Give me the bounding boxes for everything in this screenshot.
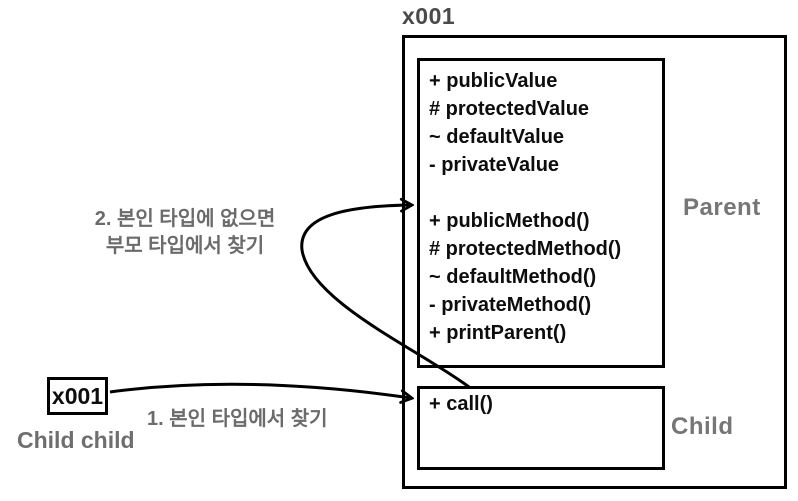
heap-instance-address-label: x001 (402, 3, 456, 29)
step2-annotation: 2. 본인 타입에 없으면 부모 타입에서 찾기 (70, 206, 300, 260)
child-type-label: Child (671, 413, 734, 440)
parent-type-label: Parent (683, 194, 761, 221)
reference-address-box: x001 (47, 377, 108, 415)
parent-members-box: + publicValue # protectedValue ~ default… (417, 58, 665, 368)
parent-member: + publicMethod() (429, 210, 590, 232)
reference-address-label: x001 (51, 382, 104, 409)
child-members-box: + call() (417, 386, 665, 470)
parent-member: # protectedValue (429, 98, 590, 120)
parent-member: - privateValue (429, 154, 560, 176)
parent-member-spacer (429, 179, 662, 207)
parent-member: + publicValue (429, 70, 558, 92)
child-member: + call() (429, 393, 493, 415)
parent-member: ~ defaultValue (429, 126, 565, 148)
step1-arrow (109, 382, 411, 398)
parent-member: + printParent() (429, 322, 567, 344)
step1-annotation: 1. 본인 타입에서 찾기 (147, 408, 328, 430)
reference-variable-label: Child child (17, 427, 135, 453)
parent-member: - privateMethod() (429, 294, 592, 316)
parent-member: ~ defaultMethod() (429, 266, 597, 288)
step2-annotation-line1: 2. 본인 타입에 없으면 (94, 208, 276, 230)
step2-annotation-line2: 부모 타입에서 찾기 (105, 235, 265, 257)
parent-member: # protectedMethod() (429, 238, 622, 260)
